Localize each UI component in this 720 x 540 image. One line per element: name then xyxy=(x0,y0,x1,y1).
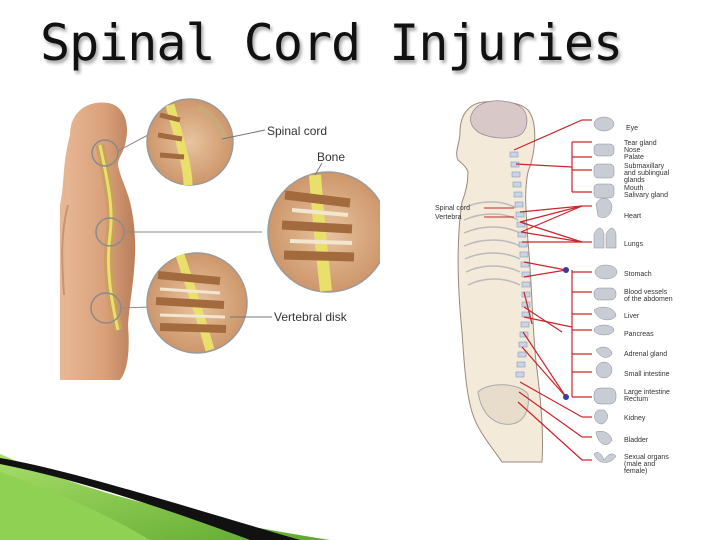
organ-label-palate: Palate xyxy=(624,154,644,161)
nervous-system-organ-figure: Spinal cord Vertebra xyxy=(435,100,673,475)
organ-labels: Eye Tear gland Nose Palate Submaxillary … xyxy=(624,125,673,475)
organ-label-bladder: Bladder xyxy=(624,437,649,444)
organ-label-eye: Eye xyxy=(626,125,638,132)
organ-thumbnails xyxy=(593,116,618,463)
page-title: Spinal Cord Injuries xyxy=(40,14,623,72)
label-vertebral-disk: Vertebral disk xyxy=(274,310,348,324)
body-silhouette xyxy=(60,102,136,380)
label-bone: Bone xyxy=(317,150,345,164)
pelvis xyxy=(477,384,529,425)
label-vertebra: Vertebra xyxy=(435,214,462,221)
ganglion-upper xyxy=(563,267,569,273)
nerve-lines xyxy=(513,119,592,461)
organ-label-stomach: Stomach xyxy=(624,271,652,278)
ganglion-lower xyxy=(563,394,569,400)
spine-anatomy-figure: Spinal cord Bone Vertebral disk xyxy=(60,98,380,380)
label-spinal-cord: Spinal cord xyxy=(267,124,327,138)
organ-label-blood-vessels: Blood vessels xyxy=(624,289,668,296)
organ-label-nose: Nose xyxy=(624,147,640,154)
organ-label-kidney: Kidney xyxy=(624,415,646,422)
organ-label-salivary-gland: Salivary gland xyxy=(624,192,668,199)
organ-label-large-intestine: Large intestine xyxy=(624,389,670,396)
organ-label-submaxillary: Submaxillary xyxy=(624,163,665,170)
organ-label-mouth: Mouth xyxy=(624,185,644,192)
organ-label-liver: Liver xyxy=(624,313,640,320)
organ-label-adrenal-gland: Adrenal gland xyxy=(624,351,667,358)
organ-label-rectum: Rectum xyxy=(624,396,648,403)
organ-label-sexual-organs: Sexual organs xyxy=(624,454,669,461)
organ-label-of-the-abdomen: of the abdomen xyxy=(624,296,673,303)
organ-label-and-sublingual: and sublingual xyxy=(624,170,670,177)
brain xyxy=(470,100,528,139)
organ-label-female: female) xyxy=(624,468,647,475)
organ-label-heart: Heart xyxy=(624,213,641,220)
organ-label-pancreas: Pancreas xyxy=(624,331,654,338)
organ-label-small-intestine: Small intestine xyxy=(624,371,670,378)
rib-cage xyxy=(463,201,521,286)
label-spine-cord: Spinal cord xyxy=(435,205,470,212)
organ-label-tear-gland: Tear gland xyxy=(624,140,657,147)
organ-label-lungs: Lungs xyxy=(624,241,644,248)
organ-label-glands: glands xyxy=(624,177,645,184)
organ-label-male-and: (male and xyxy=(624,461,655,468)
decorative-swoosh xyxy=(0,454,330,540)
